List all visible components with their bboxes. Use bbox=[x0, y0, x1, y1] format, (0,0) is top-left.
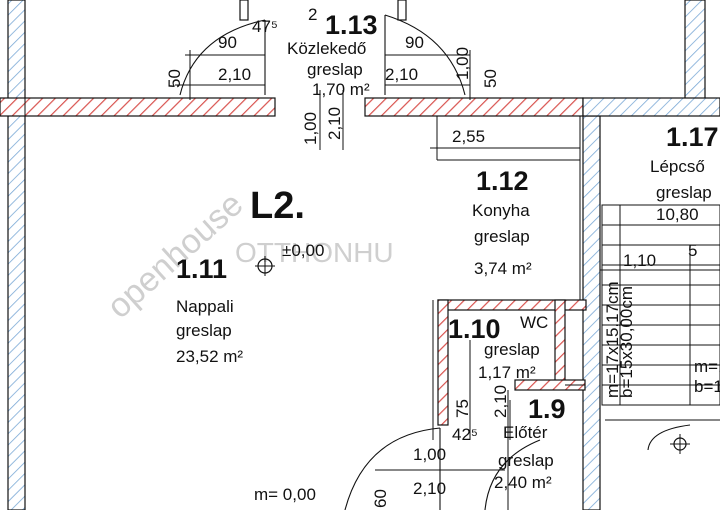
dim-100-vert: 1,00 bbox=[301, 112, 320, 145]
room-floor: greslap bbox=[498, 451, 554, 470]
watermark-site: OTTHONHU bbox=[235, 237, 394, 268]
dim-47: 47⁵ bbox=[252, 17, 278, 36]
room-name: Nappali bbox=[176, 297, 234, 316]
dim-90-right: 90 bbox=[405, 33, 424, 52]
stair-spec-right2: b=1 bbox=[694, 377, 720, 396]
dim-210-left: 2,10 bbox=[218, 65, 251, 84]
room-1-9: 1.9 Előtér greslap 2,40 m² bbox=[494, 394, 566, 492]
dimension-lines bbox=[175, 50, 720, 471]
wc-wall-right bbox=[554, 299, 566, 386]
top-corridor-wall-2 bbox=[397, 0, 407, 21]
dimension-labels: 47⁵ 2 90 90 2,10 2,10 50 50 1,00 1,00 2,… bbox=[165, 5, 697, 508]
room-1-12: 1.12 Konyha greslap 3,74 m² bbox=[472, 166, 532, 278]
room-name: Lépcső bbox=[650, 157, 705, 176]
stair-spec-left: m=17x15,17cm bbox=[603, 281, 622, 398]
room-name: Konyha bbox=[472, 201, 530, 220]
dim-2-top: 2 bbox=[308, 5, 317, 24]
main-wall-left bbox=[0, 97, 276, 117]
room-floor: greslap bbox=[484, 340, 540, 359]
stair-wall-right bbox=[582, 115, 601, 510]
room-area: 1,70 m² bbox=[312, 80, 370, 99]
room-floor: greslap bbox=[474, 227, 530, 246]
room-id: 1.11 bbox=[176, 254, 227, 284]
thin-lines bbox=[24, 97, 720, 510]
dim-255: 2,55 bbox=[452, 127, 485, 146]
room-area: 1,17 m² bbox=[478, 363, 536, 382]
room-1-11: 1.11 Nappali greslap 23,52 m² bbox=[176, 254, 243, 366]
dim-50-right: 50 bbox=[481, 69, 500, 88]
level-marker: ±0,00 bbox=[255, 241, 324, 276]
dim-50-left: 50 bbox=[165, 69, 184, 88]
level-pm: ±0,00 bbox=[282, 241, 324, 260]
dim-110: 1,10 bbox=[623, 251, 656, 270]
room-1-10: 1.10 WC greslap 1,17 m² bbox=[448, 313, 548, 382]
door-swings bbox=[179, 14, 691, 510]
room-name: Közlekedő bbox=[287, 39, 366, 58]
apartment-label: L2. bbox=[250, 185, 305, 227]
room-area: 10,80 bbox=[656, 205, 699, 224]
room-id: 1.10 bbox=[448, 314, 501, 344]
room-name: Előtér bbox=[503, 423, 548, 442]
stair-spec-right: m=1 bbox=[694, 357, 720, 376]
watermark: openhouse OTTHONHU bbox=[100, 185, 394, 326]
room-id: 1.9 bbox=[528, 394, 566, 424]
dim-5: 5 bbox=[688, 241, 697, 260]
room-area: 2,40 m² bbox=[494, 473, 552, 492]
dim-75: 75 bbox=[453, 399, 472, 418]
level-m: m= 0,00 bbox=[254, 485, 316, 504]
dim-100-bottom: 1,00 bbox=[413, 445, 446, 464]
dim-42: 42⁵ bbox=[452, 425, 478, 444]
dim-100-top: 1,00 bbox=[453, 47, 472, 80]
room-name: WC bbox=[520, 313, 548, 332]
stair-spec-left2: b=15x30,00cm bbox=[617, 286, 636, 398]
room-1-17: 1.17 Lépcső greslap 10,80 bbox=[650, 122, 719, 224]
room-id: 1.12 bbox=[476, 166, 529, 196]
room-area: 23,52 m² bbox=[176, 347, 243, 366]
dim-60: 60 bbox=[371, 489, 390, 508]
main-wall-right bbox=[364, 97, 584, 117]
dim-90-left: 90 bbox=[218, 33, 237, 52]
room-area: 3,74 m² bbox=[474, 259, 532, 278]
room-floor: greslap bbox=[307, 60, 363, 79]
level-marker-stairs bbox=[670, 434, 690, 454]
room-floor: greslap bbox=[656, 183, 712, 202]
top-corridor-wall bbox=[239, 0, 249, 21]
outer-wall-left bbox=[7, 0, 26, 510]
stair-specs: m=17x15,17cm b=15x30,00cm m=1 b=1 bbox=[603, 281, 720, 398]
room-floor: greslap bbox=[176, 321, 232, 340]
dim-210-wc: 2,10 bbox=[491, 385, 510, 418]
room-id: 1.13 bbox=[325, 10, 378, 40]
wc-wall-left bbox=[437, 299, 449, 426]
dim-210-bottom: 2,10 bbox=[413, 479, 446, 498]
outer-wall-top-right bbox=[684, 0, 706, 101]
main-wall-blue-right bbox=[582, 97, 720, 117]
room-1-13: 1.13 Közlekedő greslap 1,70 m² bbox=[287, 10, 378, 99]
room-id: 1.17 bbox=[666, 122, 719, 152]
dim-210-vert: 2,10 bbox=[325, 107, 344, 140]
dim-210-right: 2,10 bbox=[385, 65, 418, 84]
